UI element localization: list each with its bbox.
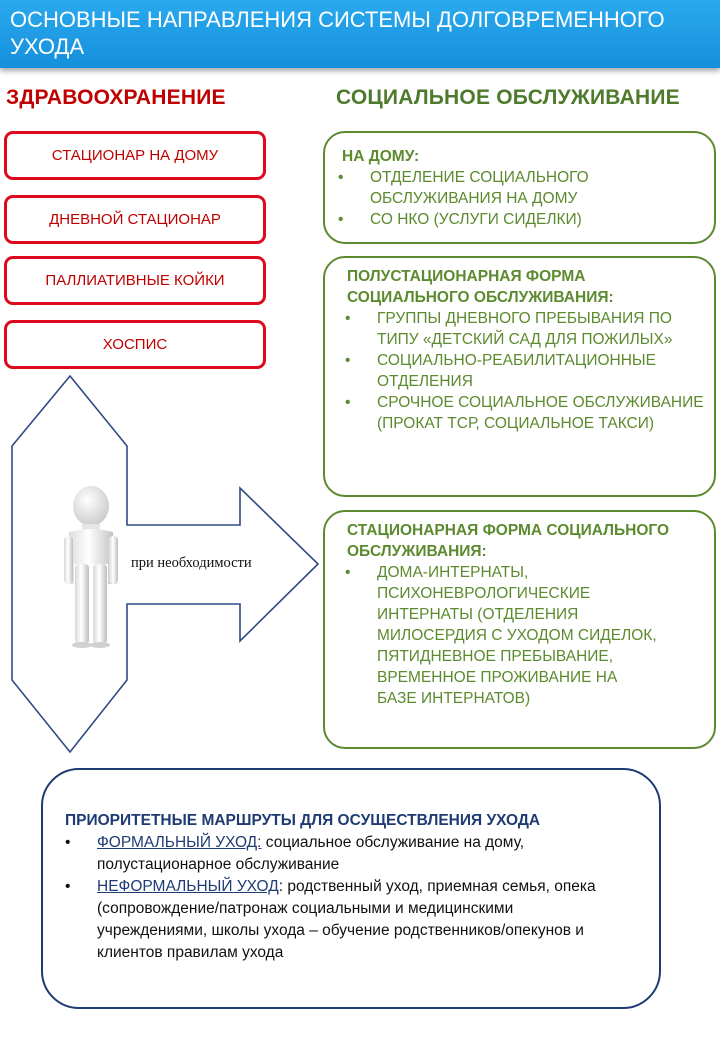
formal-care-text: социальное обслуживание на дому, полуста… (97, 834, 525, 873)
health-heading: ЗДРАВООХРАНЕНИЕ (6, 86, 226, 109)
health-item-day-hospital: ДНЕВНОЙ СТАЦИОНАР (4, 195, 266, 244)
health-item-label: СТАЦИОНАР НА ДОМУ (51, 147, 219, 164)
health-item-hospice: ХОСПИС (4, 320, 266, 369)
list-item: НЕФОРМАЛЬНЫЙ УХОД: родственный уход, при… (65, 876, 625, 964)
social-inpatient-box: СТАЦИОНАРНАЯ ФОРМА СОЦИАЛЬНОГО ОБСЛУЖИВА… (323, 510, 716, 749)
list-item: СО НКО (УСЛУГИ СИДЕЛКИ) (338, 209, 704, 230)
social-inpatient-title: СТАЦИОНАРНАЯ ФОРМА СОЦИАЛЬНОГО ОБСЛУЖИВА… (347, 522, 670, 560)
priority-routes-box: ПРИОРИТЕТНЫЕ МАРШРУТЫ ДЛЯ ОСУЩЕСТВЛЕНИЯ … (41, 768, 661, 1009)
social-home-box: НА ДОМУ: ОТДЕЛЕНИЕ СОЦИАЛЬНОГО ОБСЛУЖИВА… (323, 131, 716, 244)
title-bar: ОСНОВНЫЕ НАПРАВЛЕНИЯ СИСТЕМЫ ДОЛГОВРЕМЕН… (0, 0, 720, 68)
health-item-label: ПАЛЛИАТИВНЫЕ КОЙКИ (45, 272, 225, 289)
health-item-palliative-beds: ПАЛЛИАТИВНЫЕ КОЙКИ (4, 256, 266, 305)
health-item-label: ДНЕВНОЙ СТАЦИОНАР (49, 211, 221, 228)
person-icon (64, 486, 118, 648)
informal-care-text: : родственный уход, приемная семья, опек… (97, 878, 596, 961)
up-down-right-arrow-shape (11, 374, 320, 754)
bidirectional-arrow (11, 374, 320, 754)
list-item: СОЦИАЛЬНО-РЕАБИЛИТАЦИОННЫЕ ОТДЕЛЕНИЯ (345, 350, 704, 392)
informal-care-label: НЕФОРМАЛЬНЫЙ УХОД (97, 878, 279, 895)
priority-title: ПРИОРИТЕТНЫЕ МАРШРУТЫ ДЛЯ ОСУЩЕСТВЛЕНИЯ … (65, 812, 541, 829)
list-item: ФОРМАЛЬНЫЙ УХОД: социальное обслуживание… (65, 832, 625, 876)
formal-care-label: ФОРМАЛЬНЫЙ УХОД: (97, 834, 262, 851)
social-semi-box: ПОЛУСТАЦИОНАРНАЯ ФОРМА СОЦИАЛЬНОГО ОБСЛУ… (323, 256, 716, 497)
list-item: ОТДЕЛЕНИЕ СОЦИАЛЬНОГО ОБСЛУЖИВАНИЯ НА ДО… (338, 167, 704, 209)
social-semi-title: ПОЛУСТАЦИОНАРНАЯ ФОРМА СОЦИАЛЬНОГО ОБСЛУ… (347, 268, 614, 306)
health-item-home-hospital: СТАЦИОНАР НА ДОМУ (4, 131, 266, 180)
social-heading: СОЦИАЛЬНОЕ ОБСЛУЖИВАНИЕ (336, 86, 680, 109)
arrow-label: при необходимости (131, 555, 252, 571)
social-home-title: НА ДОМУ: (342, 148, 420, 165)
list-item: ДОМА-ИНТЕРНАТЫ, ПСИХОНЕВРОЛОГИЧЕСКИЕ ИНТ… (345, 562, 657, 709)
list-item: СРОЧНОЕ СОЦИАЛЬНОЕ ОБСЛУЖИВАНИЕ (ПРОКАТ … (345, 392, 704, 434)
list-item: ГРУППЫ ДНЕВНОГО ПРЕБЫВАНИЯ ПО ТИПУ «ДЕТС… (345, 308, 704, 350)
page-title: ОСНОВНЫЕ НАПРАВЛЕНИЯ СИСТЕМЫ ДОЛГОВРЕМЕН… (10, 7, 665, 59)
health-item-label: ХОСПИС (102, 336, 168, 353)
